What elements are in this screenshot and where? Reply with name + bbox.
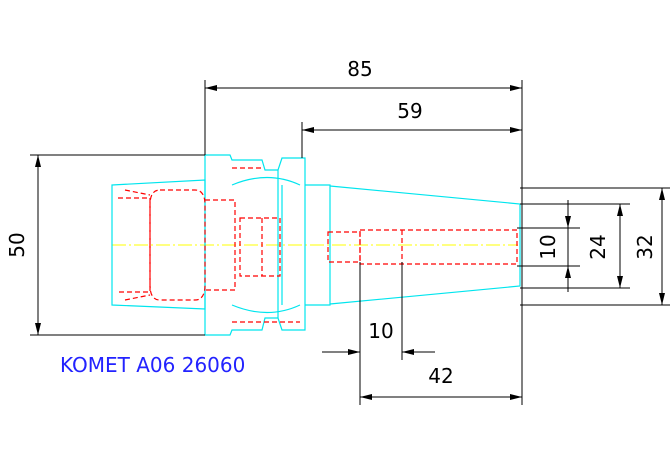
dim-bore-diameter: 10: [536, 234, 560, 259]
dim-bore-depth: 42: [428, 364, 453, 388]
hidden-lines: [118, 167, 518, 323]
dim-bore-offset: 10: [368, 319, 393, 343]
holder-outline: [111, 154, 521, 336]
dim-shank-length: 59: [397, 99, 422, 123]
dim-taper-inner-diameter: 24: [586, 234, 610, 259]
dim-taper-outer-diameter: 32: [633, 234, 657, 259]
dim-flange-diameter: 50: [5, 232, 29, 257]
dim-overall-length: 85: [347, 57, 372, 81]
part-caption: KOMET A06 26060: [60, 353, 245, 377]
dimension-lines: [30, 80, 670, 405]
